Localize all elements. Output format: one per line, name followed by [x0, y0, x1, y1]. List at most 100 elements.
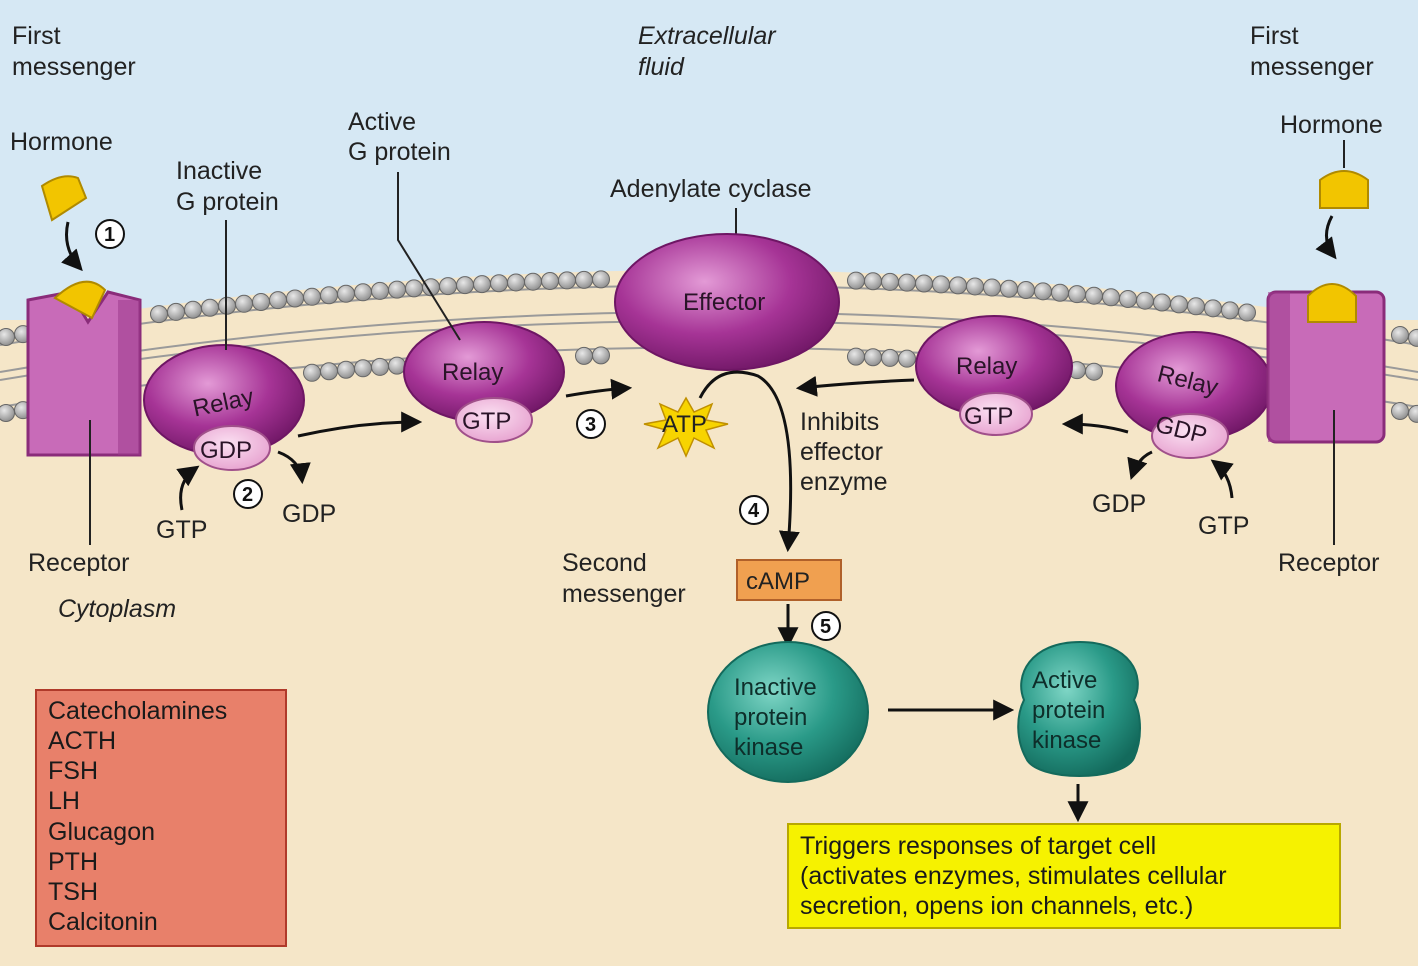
- inhibitory-g-protein: [915, 315, 1073, 436]
- receptor-left: [26, 290, 142, 457]
- step-4-label: 4: [748, 500, 760, 522]
- hormone-item: Calcitonin: [48, 908, 158, 936]
- lipid-head: [932, 275, 950, 294]
- hormone-item: ACTH: [48, 727, 116, 755]
- inactive-g-protein-label: Inactive G protein: [176, 157, 279, 216]
- lipid-head: [1204, 299, 1222, 318]
- effector-label: Effector: [683, 289, 765, 316]
- lipid-head: [320, 286, 338, 305]
- lipid-head: [881, 272, 899, 291]
- hormone-item: PTH: [48, 848, 98, 876]
- adenylate-cyclase-label: Adenylate cyclase: [610, 175, 812, 203]
- camp-box: [736, 559, 842, 601]
- lipid-head: [1085, 362, 1103, 381]
- lipid-head: [371, 357, 389, 376]
- lipid-head: [864, 348, 882, 367]
- lipid-head: [354, 283, 372, 302]
- lipid-head: [575, 270, 593, 289]
- lipid-head: [388, 356, 406, 375]
- gtp-in-arrow-left: [176, 465, 200, 511]
- camp-label: cAMP: [746, 568, 810, 595]
- first-messenger-right: First messenger: [1250, 22, 1374, 81]
- lipid-head: [983, 278, 1001, 297]
- step-markers: 1 2 3 4 5: [95, 219, 841, 641]
- inhibits-effector-label: Inhibits effector enzyme: [800, 408, 890, 496]
- lipid-head: [473, 275, 491, 294]
- hormone-free-left: [40, 175, 88, 222]
- gtp-label-right: GTP: [1198, 512, 1249, 540]
- atp-label: ATP: [662, 411, 707, 438]
- second-messenger-label: Second messenger: [562, 549, 686, 608]
- relay-to-effector-arrow: [565, 378, 633, 400]
- lipid-head: [184, 300, 202, 319]
- step-1-label: 1: [104, 224, 115, 246]
- lipid-head: [235, 294, 253, 313]
- effector-enzyme: [614, 233, 840, 371]
- hormone-free-right: [1319, 170, 1369, 209]
- hormones-list-box: [35, 689, 287, 947]
- lipid-head: [1408, 404, 1418, 423]
- step-5-marker: [811, 611, 841, 641]
- lipid-head: [320, 362, 338, 381]
- lipid-head: [1085, 286, 1103, 305]
- g-protein-right: [1115, 331, 1273, 459]
- lipid-head: [1153, 293, 1171, 312]
- relay-to-relay-arrow-right: [1061, 413, 1129, 435]
- lipid-head: [1119, 289, 1137, 308]
- lipid-head: [881, 348, 899, 367]
- lipid-head: [1034, 282, 1052, 301]
- hormone-item: TSH: [48, 878, 98, 906]
- lipid-head: [1068, 285, 1086, 304]
- hormone-item: LH: [48, 787, 80, 815]
- lipid-head: [1051, 283, 1069, 302]
- atp-to-camp-arrow: [698, 370, 800, 553]
- outer-phospholipid-heads: [0, 270, 1418, 347]
- lipid-head: [388, 280, 406, 299]
- lipid-head: [541, 272, 559, 291]
- activation-arrow: [297, 411, 423, 438]
- lipid-head: [303, 363, 321, 382]
- lipid-head: [303, 287, 321, 306]
- extracellular-fluid-label: Extracellular fluid: [638, 22, 783, 81]
- lipid-head: [847, 271, 865, 290]
- lipid-head: [337, 284, 355, 303]
- lipid-head: [898, 349, 916, 368]
- active-g-protein-label: Active G protein: [348, 108, 451, 166]
- active-kinase-label: Active protein kinase: [1032, 667, 1112, 754]
- lipid-head: [1017, 280, 1035, 299]
- lipid-head: [1238, 303, 1256, 322]
- lipid-head: [150, 305, 168, 324]
- cytoplasm-region: [0, 270, 1418, 966]
- step-3-marker: [576, 409, 606, 439]
- inactive-g-protein-left: [143, 344, 305, 471]
- gtp-in-arrow-right: [1210, 459, 1234, 499]
- gdp-out-arrow-left: [277, 450, 311, 485]
- lipid-head: [269, 291, 287, 310]
- active-protein-kinase: [1017, 640, 1141, 777]
- lipid-head: [354, 359, 372, 378]
- first-messenger-left: First messenger: [12, 22, 136, 81]
- hormone-label-right: Hormone: [1280, 111, 1383, 139]
- gdp-out-arrow-right: [1127, 450, 1153, 480]
- lipid-head: [1000, 279, 1018, 298]
- lipid-head: [592, 346, 610, 365]
- lipid-head: [337, 360, 355, 379]
- relay-label-active: Relay: [442, 359, 503, 386]
- lipid-head: [1221, 301, 1239, 320]
- lipid-head: [1136, 291, 1154, 310]
- receptor-label-left: Receptor: [28, 549, 129, 577]
- lipid-head: [1170, 295, 1188, 314]
- lipid-head: [864, 272, 882, 291]
- gdp-bound-left: GDP: [200, 437, 252, 464]
- lipid-head: [1102, 288, 1120, 307]
- lipid-head: [847, 347, 865, 366]
- lipid-head: [1187, 297, 1205, 316]
- lipid-head: [439, 277, 457, 296]
- hormone-item: FSH: [48, 757, 98, 785]
- lipid-head: [201, 298, 219, 317]
- pointer-active-g: [397, 172, 461, 341]
- lipid-head: [575, 346, 593, 365]
- step-3-label: 3: [585, 414, 596, 436]
